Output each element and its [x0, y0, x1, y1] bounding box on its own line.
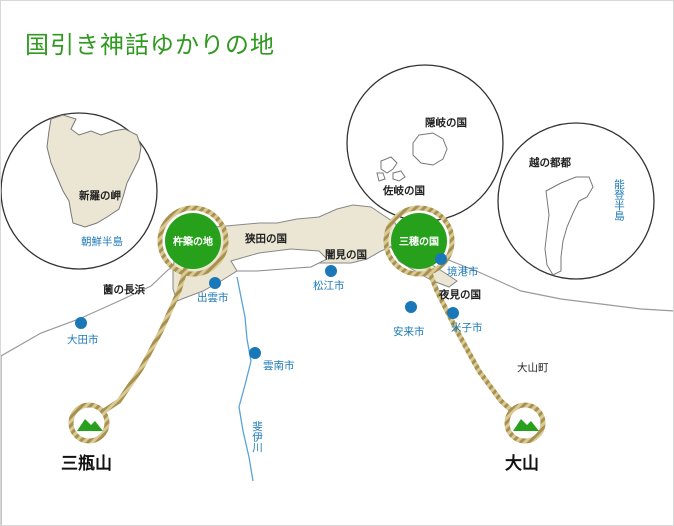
korea-label: 朝鮮半島	[81, 235, 123, 248]
city-marker	[209, 277, 221, 289]
lake-shinji	[230, 248, 328, 272]
korea-land	[46, 114, 142, 228]
sakaiminato-label: 境港市	[447, 265, 479, 278]
kuminokuni-label: 闇見の国	[325, 249, 367, 261]
oki-small-islands	[376, 156, 406, 182]
mihonokuni-label: 三穂の国	[399, 235, 439, 248]
koshi-label: 越の都都	[528, 156, 571, 169]
miho-circle	[391, 213, 447, 269]
miho-ring	[383, 205, 455, 277]
kizuki-circle	[165, 213, 221, 269]
noto-land	[544, 176, 594, 276]
yonago-label: 米子市	[451, 321, 483, 334]
daisen-label: 大山	[505, 453, 539, 474]
oki-label: 隠岐の国	[425, 116, 467, 129]
city-marker	[75, 317, 87, 329]
city-marker	[447, 307, 459, 319]
izumo-label: 出雲市	[197, 291, 229, 304]
oki-main-island	[412, 132, 448, 166]
oda-label: 大田市	[67, 333, 99, 346]
hii-river	[236, 276, 254, 482]
sadanokuni-label: 狭田の国	[244, 232, 287, 245]
rope-daisen	[418, 250, 523, 421]
city-marker	[249, 347, 261, 359]
river-label: 斐伊川	[251, 421, 263, 453]
yominokuni-label: 夜見の国	[438, 288, 481, 301]
mountain-icon	[68, 402, 110, 444]
saki-label: 佐岐の国	[382, 184, 425, 197]
mountain-icon	[504, 402, 546, 444]
city-marker	[325, 265, 337, 277]
inset-korea-circle	[1, 112, 158, 270]
city-marker	[435, 253, 447, 265]
city-marker	[405, 301, 417, 313]
daisen-town-label: 大山町	[517, 361, 549, 374]
page-title: 国引き神話ゆかりの地	[25, 31, 275, 59]
matsue-label: 松江市	[313, 279, 345, 292]
kizuki-label: 杵築の地	[173, 235, 213, 248]
rope-sanbe	[99, 250, 194, 416]
unnan-label: 雲南市	[263, 359, 295, 372]
sonoosagahama-label: 薗の長浜	[103, 283, 145, 296]
inset-noto-circle	[497, 122, 655, 280]
yasugi-label: 安来市	[393, 325, 425, 338]
sanbe-label: 三瓶山	[61, 453, 112, 474]
kizuki-ring	[157, 205, 229, 277]
noto-label: 能登半島	[613, 178, 625, 222]
shiragi-cape-label: 新羅の岬	[79, 189, 121, 202]
